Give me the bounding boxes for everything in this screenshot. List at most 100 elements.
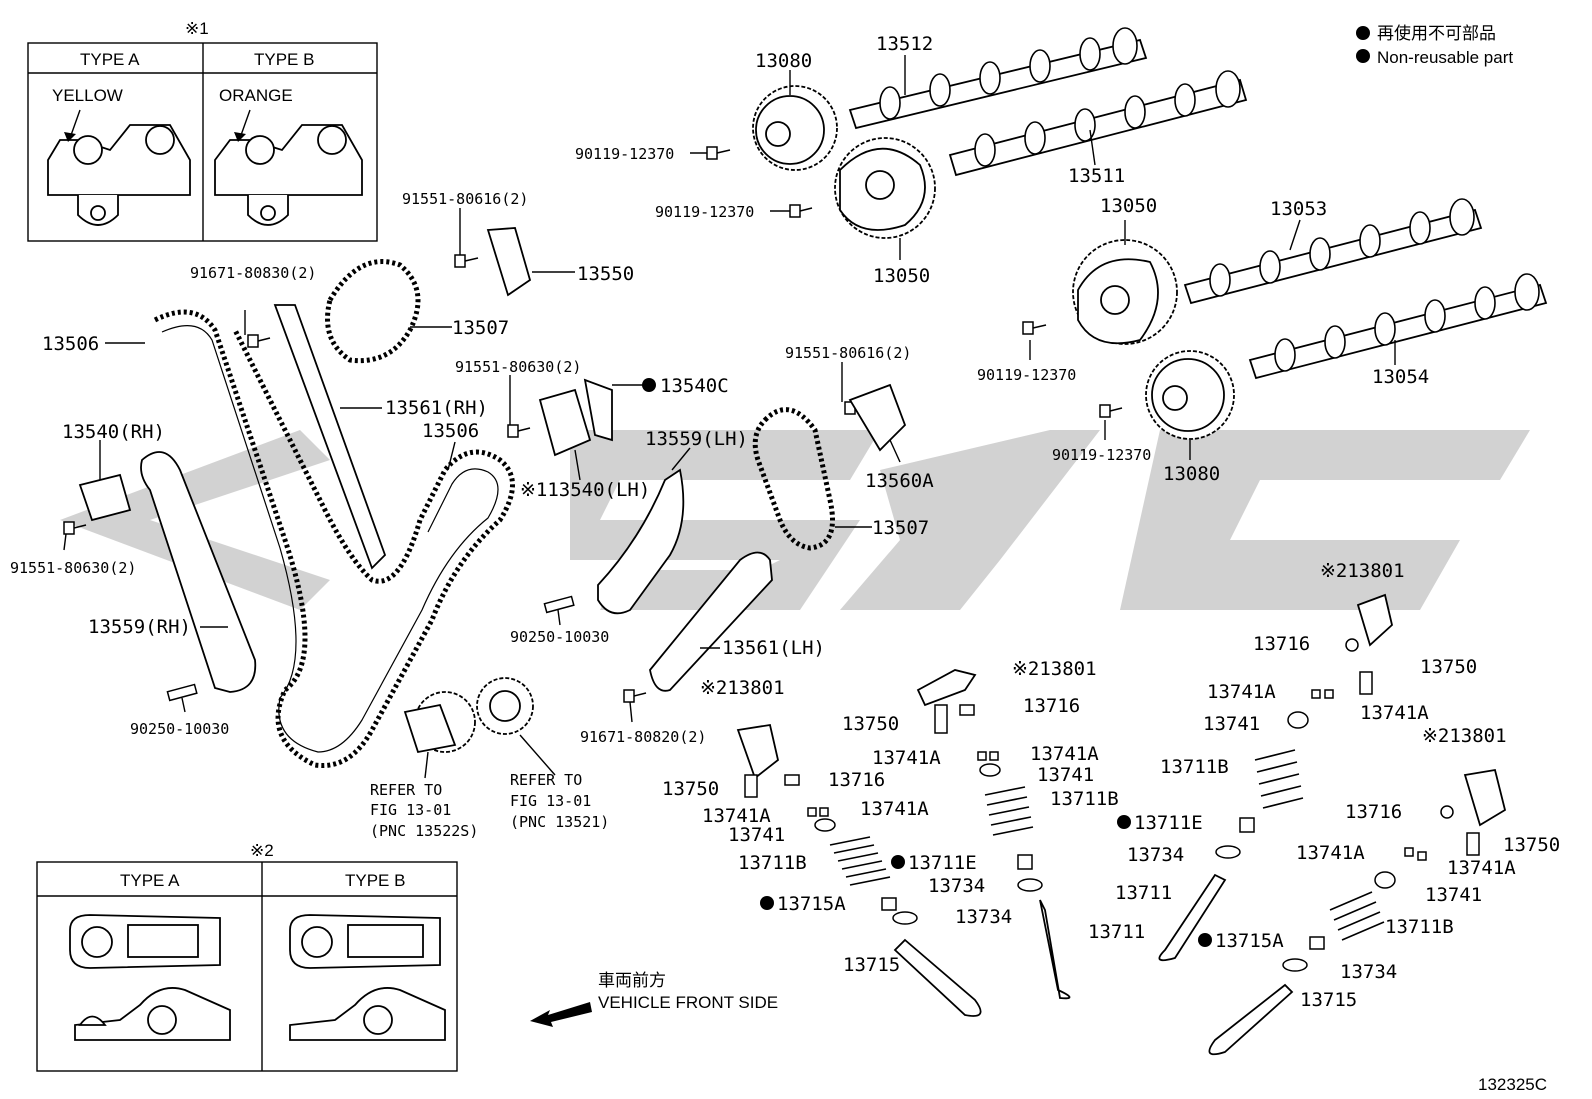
camshaft-13053	[1183, 198, 1483, 305]
label-13741a-c: 13741A	[872, 747, 941, 769]
direction-en: VEHICLE FRONT SIDE	[598, 993, 778, 1012]
gasket-13540c	[583, 378, 613, 442]
label-13053: 13053	[1270, 198, 1327, 220]
timing-chain-13507-upper	[325, 259, 421, 364]
label-91551-80616-a: 91551-80616(2)	[402, 190, 528, 208]
label-13540c: 13540C	[660, 375, 729, 397]
inset1-mark: ※1	[185, 19, 209, 38]
chain-slipper-13559-rh	[140, 451, 257, 693]
label-13540-rh: 13540(RH)	[62, 421, 165, 443]
label-13715-b: 13715	[1300, 989, 1357, 1011]
legend: 再使用不可部品 Non-reusable part	[1356, 23, 1513, 67]
label-13711b-b: 13711B	[1050, 788, 1119, 810]
tensioner-type-a-drawing	[47, 109, 191, 226]
label-90119-lower-a: 90119-12370	[977, 366, 1076, 384]
rocker-arm-type-b-drawing	[289, 914, 446, 1041]
diagram-code: 132325C	[1478, 1075, 1547, 1094]
non-reusable-bullet-icon	[891, 855, 905, 869]
label-90119-upper-a: 90119-12370	[575, 145, 674, 163]
direction-jp: 車両前方	[598, 971, 666, 990]
label-13715a-b: 13715A	[1215, 930, 1284, 952]
tensioner-13550	[486, 227, 532, 297]
label-13801-b: ※213801	[1012, 658, 1097, 680]
tensioner-13540-lh	[538, 388, 592, 457]
label-13741a-a: 13741A	[1207, 681, 1276, 703]
non-reusable-bullet-icon	[760, 896, 774, 910]
label-13741a-b: 13741A	[1360, 702, 1429, 724]
refer-left-line3: (PNC 13522S)	[370, 822, 478, 840]
timing-chain-13507-lower	[752, 407, 835, 551]
label-90119-lower-b: 90119-12370	[1052, 446, 1151, 464]
label-13715a-a: 13715A	[777, 893, 846, 915]
part-labels: 13080 13512 90119-12370 13511 90119-1237…	[10, 33, 1560, 1011]
label-13507-upper: 13507	[452, 317, 509, 339]
tensioner-13540-rh	[78, 473, 132, 522]
inset1-type-b: TYPE B	[254, 50, 314, 69]
label-91551-80630-b: 91551-80630(2)	[10, 559, 136, 577]
legend-jp: 再使用不可部品	[1377, 23, 1496, 43]
label-13741-d: 13741	[1425, 884, 1482, 906]
label-13559-rh: 13559(RH)	[88, 616, 191, 638]
vehicle-front-direction: 車両前方 VEHICLE FRONT SIDE	[530, 971, 778, 1027]
crank-sprocket-13522s	[403, 691, 476, 754]
label-13711b-a: 13711B	[1160, 756, 1229, 778]
label-13750-b: 13750	[842, 713, 899, 735]
label-13801-d: ※213801	[1422, 725, 1507, 747]
label-13741a-d: 13741A	[1030, 743, 1099, 765]
cam-timing-gear-13050-lower	[1072, 239, 1178, 345]
watermark-logo	[60, 430, 1530, 610]
crank-sprocket-13521	[476, 677, 534, 735]
label-13560a: 13560A	[865, 470, 934, 492]
label-13506-left: 13506	[42, 333, 99, 355]
label-13507-lower: 13507	[872, 517, 929, 539]
rocker-arm-type-a-drawing	[69, 914, 231, 1041]
tensioner-type-b-drawing	[214, 109, 363, 226]
label-13080-upper: 13080	[755, 50, 812, 72]
label-13716-d: 13716	[1345, 801, 1402, 823]
label-13050-upper: 13050	[1100, 195, 1157, 217]
label-13741-c: 13741	[728, 824, 785, 846]
label-90250-upper: 90250-10030	[510, 628, 609, 646]
refer-left-line2: FIG 13-01	[370, 801, 451, 819]
inset1-color-a: YELLOW	[52, 86, 123, 105]
label-13715-a: 13715	[843, 954, 900, 976]
label-13750-c: 13750	[662, 778, 719, 800]
label-13734-b: 13734	[928, 875, 985, 897]
inset2-type-a: TYPE A	[120, 871, 180, 890]
label-13711e-a: 13711E	[1134, 812, 1203, 834]
legend-bullet-icon	[1356, 49, 1370, 63]
label-13750-a: 13750	[1420, 656, 1477, 678]
label-13561-lh: 13561(LH)	[722, 637, 825, 659]
inset2-mark: ※2	[250, 841, 274, 860]
small-valve-parts	[744, 638, 1480, 972]
label-13054: 13054	[1372, 366, 1429, 388]
non-reusable-bullet-icon	[642, 378, 656, 392]
refer-right-line2: FIG 13-01	[510, 792, 591, 810]
inset-rocker-arm-types: ※2 TYPE A TYPE B	[36, 841, 458, 1072]
label-13512: 13512	[876, 33, 933, 55]
label-13050-lower: 13050	[873, 265, 930, 287]
camshaft-13512	[848, 27, 1148, 130]
timing-chain-13506-main	[153, 309, 515, 769]
refer-right-line1: REFER TO	[510, 771, 582, 789]
label-90119-upper-b: 90119-12370	[655, 203, 754, 221]
label-13711-b: 13711	[1088, 921, 1145, 943]
bolt-icons	[63, 146, 1123, 703]
tensioner-13560a	[848, 383, 907, 452]
chain-guide-13561-lh	[649, 551, 773, 692]
camshaft-13054	[1248, 273, 1548, 380]
label-13080-lower: 13080	[1163, 463, 1220, 485]
label-13511: 13511	[1068, 165, 1125, 187]
inset1-type-a: TYPE A	[80, 50, 140, 69]
chain-guide-13561-rh	[273, 304, 387, 570]
label-90250-lower: 90250-10030	[130, 720, 229, 738]
label-91551-80616-b: 91551-80616(2)	[785, 344, 911, 362]
label-13559-lh: 13559(LH)	[645, 428, 748, 450]
pin-90250-10030	[166, 595, 575, 702]
label-13711-a: 13711	[1115, 882, 1172, 904]
label-13711b-d: 13711B	[1385, 916, 1454, 938]
refer-left-line1: REFER TO	[370, 781, 442, 799]
label-13741-b: 13741	[1037, 764, 1094, 786]
